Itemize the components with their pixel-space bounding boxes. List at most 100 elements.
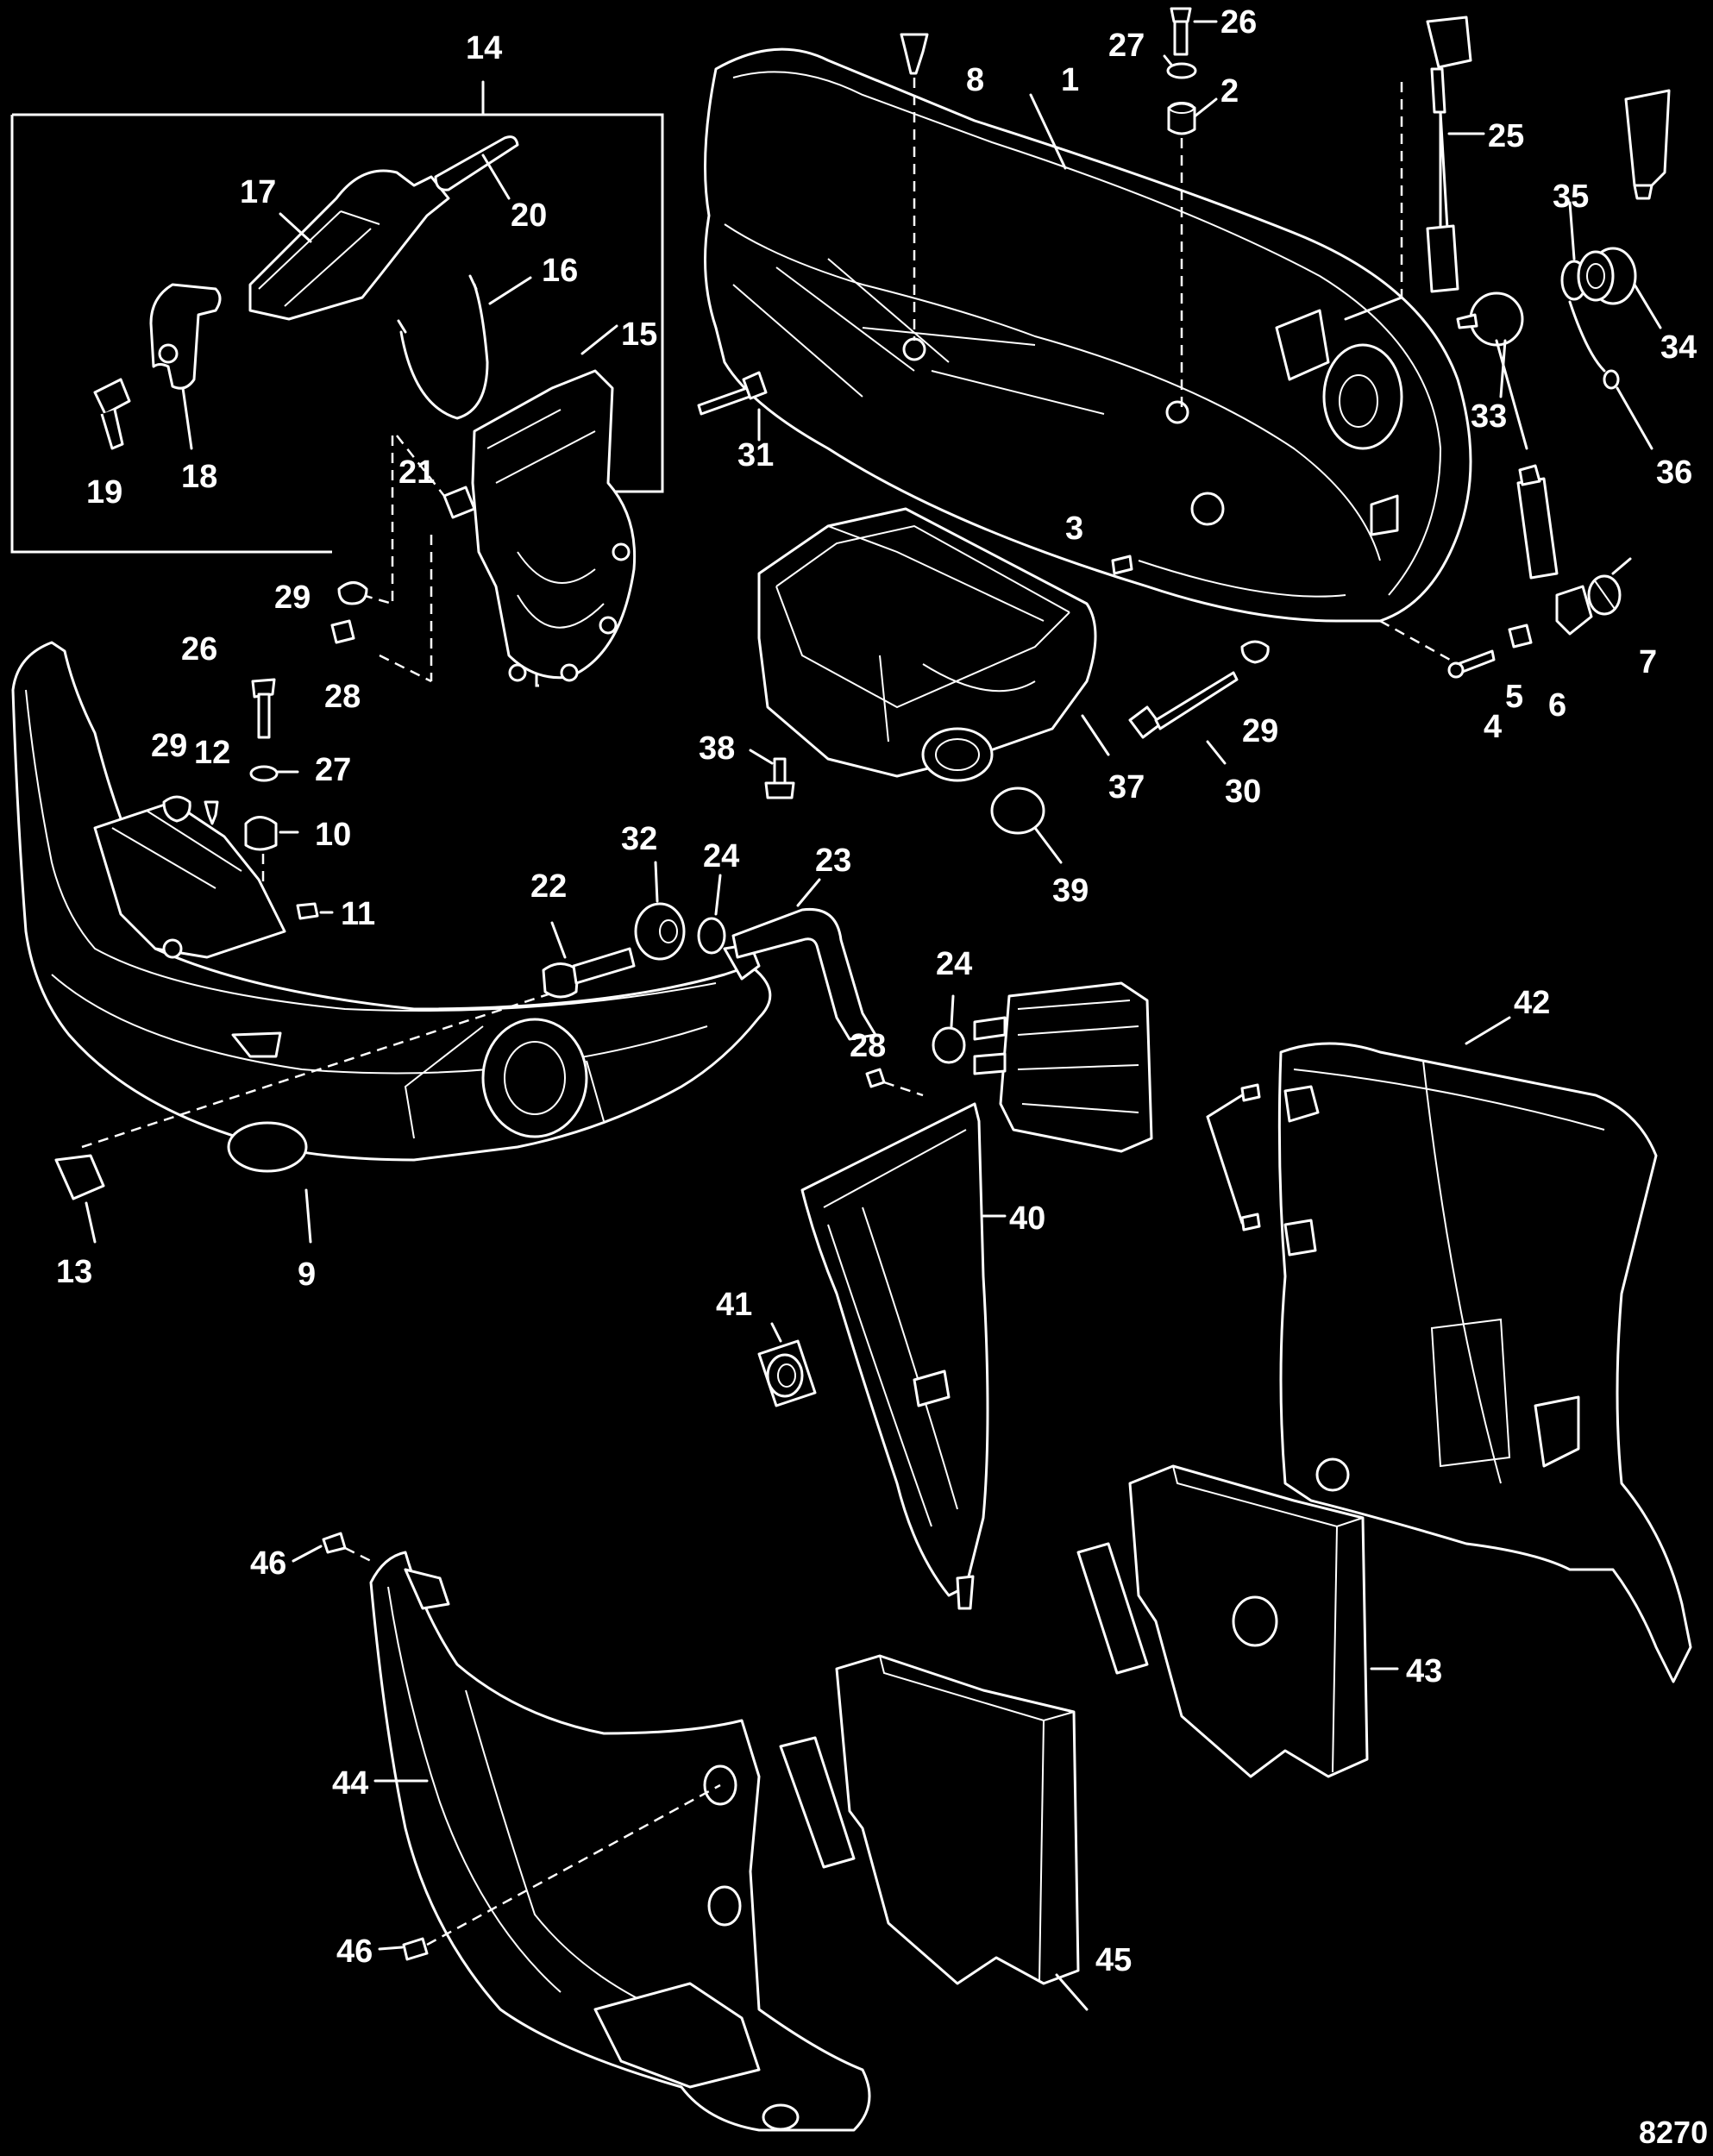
reference-number: 8270 — [1639, 2115, 1708, 2150]
leader-45 — [1055, 1973, 1089, 2011]
leader-34 — [1633, 283, 1662, 329]
leader-42 — [1465, 1016, 1511, 1045]
callout-17: 17 — [240, 174, 276, 210]
tether-36-part — [1568, 300, 1606, 373]
callout-35: 35 — [1553, 179, 1589, 215]
callout-29-right: 29 — [1242, 713, 1278, 749]
clamp-24b-part — [932, 1026, 966, 1064]
pad-45-part — [779, 1654, 1080, 1985]
callout-19: 19 — [86, 474, 122, 511]
leader-18 — [181, 386, 193, 450]
inset-box-left-frame — [10, 115, 332, 554]
callout-9: 9 — [298, 1257, 316, 1293]
callout-20: 20 — [511, 197, 547, 234]
callout-24-lower: 24 — [936, 946, 972, 982]
callout-15: 15 — [621, 317, 657, 353]
leader-39 — [1033, 826, 1063, 864]
screws-42-part — [1240, 1083, 1261, 1232]
leader-16 — [488, 276, 532, 305]
callout-27-lower: 27 — [315, 752, 351, 788]
leader-9 — [304, 1188, 312, 1244]
callout-46-upper: 46 — [250, 1545, 286, 1582]
callout-11: 11 — [341, 896, 375, 932]
callout-28-upper: 28 — [324, 679, 361, 715]
callout-5: 5 — [1505, 679, 1523, 715]
callout-24-upper: 24 — [703, 838, 739, 874]
callout-10: 10 — [315, 817, 351, 853]
pad-43-part — [1076, 1464, 1369, 1778]
callout-26-upper: 26 — [1220, 4, 1257, 41]
leader-33 — [1499, 339, 1507, 398]
clamp-24a-part — [697, 917, 726, 955]
insert-21-part — [442, 486, 476, 519]
leader-35 — [1568, 201, 1576, 260]
callout-18: 18 — [181, 459, 217, 495]
pin-part — [434, 135, 519, 191]
bolt-31-part — [697, 371, 768, 416]
knob-7-part — [1587, 574, 1622, 616]
callout-34: 34 — [1660, 329, 1697, 366]
washer-29-part — [1240, 640, 1270, 664]
callout-26-lower: 26 — [181, 631, 217, 667]
clip-12-part — [204, 800, 219, 825]
callout-41: 41 — [716, 1287, 752, 1323]
tube-lower-label: 36 — [1527, 526, 1547, 548]
callout-44: 44 — [332, 1765, 368, 1802]
callout-27-upper: 27 — [1108, 28, 1145, 64]
leader-20 — [481, 154, 511, 200]
lower-cowl-front-part — [11, 641, 772, 1173]
callout-25: 25 — [1488, 118, 1524, 154]
callout-45: 45 — [1095, 1942, 1132, 1978]
hose-23-part — [731, 907, 877, 1041]
tube-95-part: 95 — [1624, 89, 1671, 200]
screw-28-lower-part — [865, 1068, 886, 1088]
callout-33: 33 — [1471, 398, 1507, 435]
fastener-stack-lower-part — [244, 678, 279, 851]
callout-14: 14 — [466, 30, 502, 66]
harness-part — [1426, 16, 1472, 293]
leader-1 — [1029, 93, 1067, 170]
leader-37 — [1081, 714, 1110, 756]
callout-labels: 14 17 20 16 15 18 19 21 29 28 26 29 12 2… — [56, 4, 1708, 2150]
nut-29-part — [337, 581, 368, 605]
washer-32-part — [634, 902, 686, 961]
bracket-part — [149, 283, 222, 390]
callout-23: 23 — [815, 843, 851, 879]
tube-36-part: 36 — [1516, 464, 1559, 580]
bolt-19-part — [93, 378, 131, 450]
screw-28-part — [330, 619, 355, 644]
cap-34-part — [1577, 247, 1637, 305]
callout-29-upper: 29 — [274, 580, 311, 616]
o-ring-39-part — [990, 787, 1045, 835]
tab-3-part — [1111, 555, 1133, 575]
callout-39: 39 — [1052, 873, 1089, 909]
lever-6-part — [1555, 585, 1593, 636]
wire-spring-part — [399, 283, 489, 420]
callout-46-lower: 46 — [336, 1934, 373, 1970]
callout-1: 1 — [1061, 62, 1079, 98]
bolt-30-part — [1128, 671, 1239, 739]
callout-3: 3 — [1065, 511, 1083, 547]
callout-13: 13 — [56, 1254, 92, 1290]
air-intake-box-part — [757, 507, 1097, 782]
leader-15 — [580, 324, 618, 355]
callout-21: 21 — [398, 454, 435, 491]
grommet-41-part — [757, 1339, 817, 1407]
callout-7: 7 — [1639, 644, 1657, 680]
callout-31: 31 — [737, 437, 774, 473]
callout-43: 43 — [1406, 1653, 1442, 1689]
callout-6: 6 — [1548, 687, 1566, 724]
callout-30: 30 — [1225, 774, 1261, 810]
callout-16: 16 — [542, 253, 578, 289]
grommet-8-part — [900, 33, 929, 75]
side-panel-42-part — [1277, 1042, 1692, 1683]
side-panel-44-part — [369, 1551, 871, 2132]
callout-32: 32 — [621, 821, 657, 857]
latch-housing-part — [471, 369, 637, 682]
tab-11-part — [296, 902, 319, 920]
leader-13 — [85, 1201, 97, 1244]
latch-13-part — [54, 1154, 105, 1200]
screw-38-part — [764, 757, 795, 799]
